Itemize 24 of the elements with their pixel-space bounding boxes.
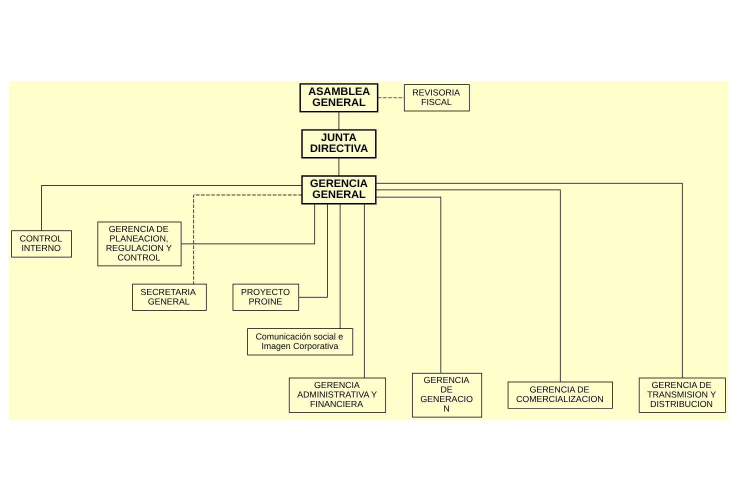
node-box: SECRETARIA GENERAL — [132, 284, 207, 311]
node-box: GERENCIA DE TRANSMISION Y DISTRIBUCION — [638, 378, 726, 413]
node-box: PROYECTO PROINE — [232, 284, 300, 311]
node-box: GERENCIA ADMINISTRATIVA Y FINANCIERA — [288, 378, 386, 413]
node-box: GERENCIA DE GENERACIO N — [412, 372, 482, 418]
connector — [41, 185, 302, 232]
node-box: ASAMBLEA GENERAL — [299, 83, 378, 112]
node-box: GERENCIA DE COMERCIALIZACION — [508, 382, 613, 409]
connector — [193, 194, 302, 284]
connector — [338, 158, 340, 176]
connector — [376, 196, 442, 374]
connector — [364, 204, 365, 378]
connector — [378, 97, 405, 98]
node-box: JUNTA DIRECTIVA — [301, 129, 377, 158]
connector — [376, 182, 683, 378]
connector — [338, 112, 340, 130]
connector — [180, 203, 316, 244]
node-box: GERENCIA DE PLANEACION, REGULACION Y CONTROL — [97, 222, 182, 266]
node-box: GERENCIA GENERAL — [301, 175, 377, 204]
connector — [298, 204, 328, 298]
node-box: REVISORIA FISCAL — [404, 84, 470, 112]
connector — [376, 190, 561, 382]
node-box: CONTROL INTERNO — [11, 230, 72, 258]
node-box: Comunicación social e Imagen Corporativa — [247, 328, 354, 356]
